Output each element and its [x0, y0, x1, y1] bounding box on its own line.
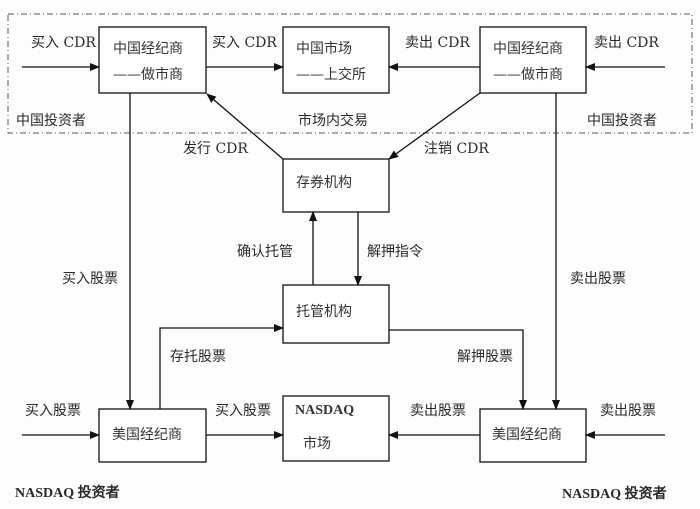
box-us-broker-left: [98, 408, 207, 463]
label-deposit-stock: 存托股票: [170, 349, 226, 365]
label-sell-stock-in: 卖出股票: [600, 403, 656, 419]
depository-label: 存券机构: [296, 175, 352, 191]
us-broker-right-label: 美国经纪商: [492, 427, 562, 443]
label-sell-cdr-market: 卖出 CDR: [405, 35, 470, 51]
label-buy-stock-market: 买入股票: [215, 403, 271, 419]
label-sell-stock-market: 卖出股票: [410, 403, 466, 419]
nasdaq-line2: 市场: [303, 436, 331, 452]
box-cn-broker-right: [479, 26, 587, 94]
box-cn-market: [282, 26, 390, 94]
label-cancel-cdr: 注销 CDR: [424, 141, 489, 157]
china-investors-right: 中国投资者: [587, 113, 657, 129]
china-investors-left: 中国投资者: [16, 113, 86, 129]
label-release-instruction: 解押指令: [367, 244, 423, 260]
nasdaq-line1: NASDAQ: [295, 403, 355, 418]
arrow-deposit-stock: [159, 324, 284, 409]
nasdaq-investors-left: NASDAQ 投资者: [15, 486, 120, 501]
cn-broker-right-line2: ——做市商: [493, 67, 563, 83]
label-buy-cdr-in: 买入 CDR: [31, 35, 96, 51]
box-nasdaq: [282, 395, 390, 462]
label-sell-cdr-in: 卖出 CDR: [594, 35, 659, 51]
label-buy-stock-in: 买入股票: [25, 403, 81, 419]
us-broker-left-label: 美国经纪商: [112, 427, 182, 443]
box-depository: [282, 158, 390, 213]
arrow-issue-cdr: [206, 93, 284, 160]
label-release-stock: 解押股票: [457, 349, 513, 365]
nasdaq-investors-right: NASDAQ 投资者: [562, 487, 667, 502]
cn-broker-right-line1: 中国经纪商: [493, 41, 563, 57]
cn-market-line2: ——上交所: [296, 67, 366, 83]
label-issue-cdr: 发行 CDR: [183, 141, 248, 157]
cn-market-line1: 中国市场: [296, 41, 352, 57]
cn-broker-left-line1: 中国经纪商: [113, 41, 183, 57]
arrow-cancel-cdr: [388, 92, 481, 160]
label-buy-stock-vertical: 买入股票: [62, 271, 118, 287]
in-market-trading: 市场内交易: [298, 113, 368, 129]
custodian-label: 托管机构: [296, 304, 352, 320]
china-zone-dashed-border: [7, 13, 693, 134]
arrow-release-stock: [389, 329, 527, 410]
label-confirm-custody: 确认托管: [237, 244, 293, 260]
label-sell-stock-vertical: 卖出股票: [570, 271, 626, 287]
cn-broker-left-line2: ——做市商: [113, 67, 183, 83]
box-custodian: [282, 284, 390, 344]
box-cn-broker-left: [98, 26, 207, 94]
label-buy-cdr-market: 买入 CDR: [212, 35, 277, 51]
